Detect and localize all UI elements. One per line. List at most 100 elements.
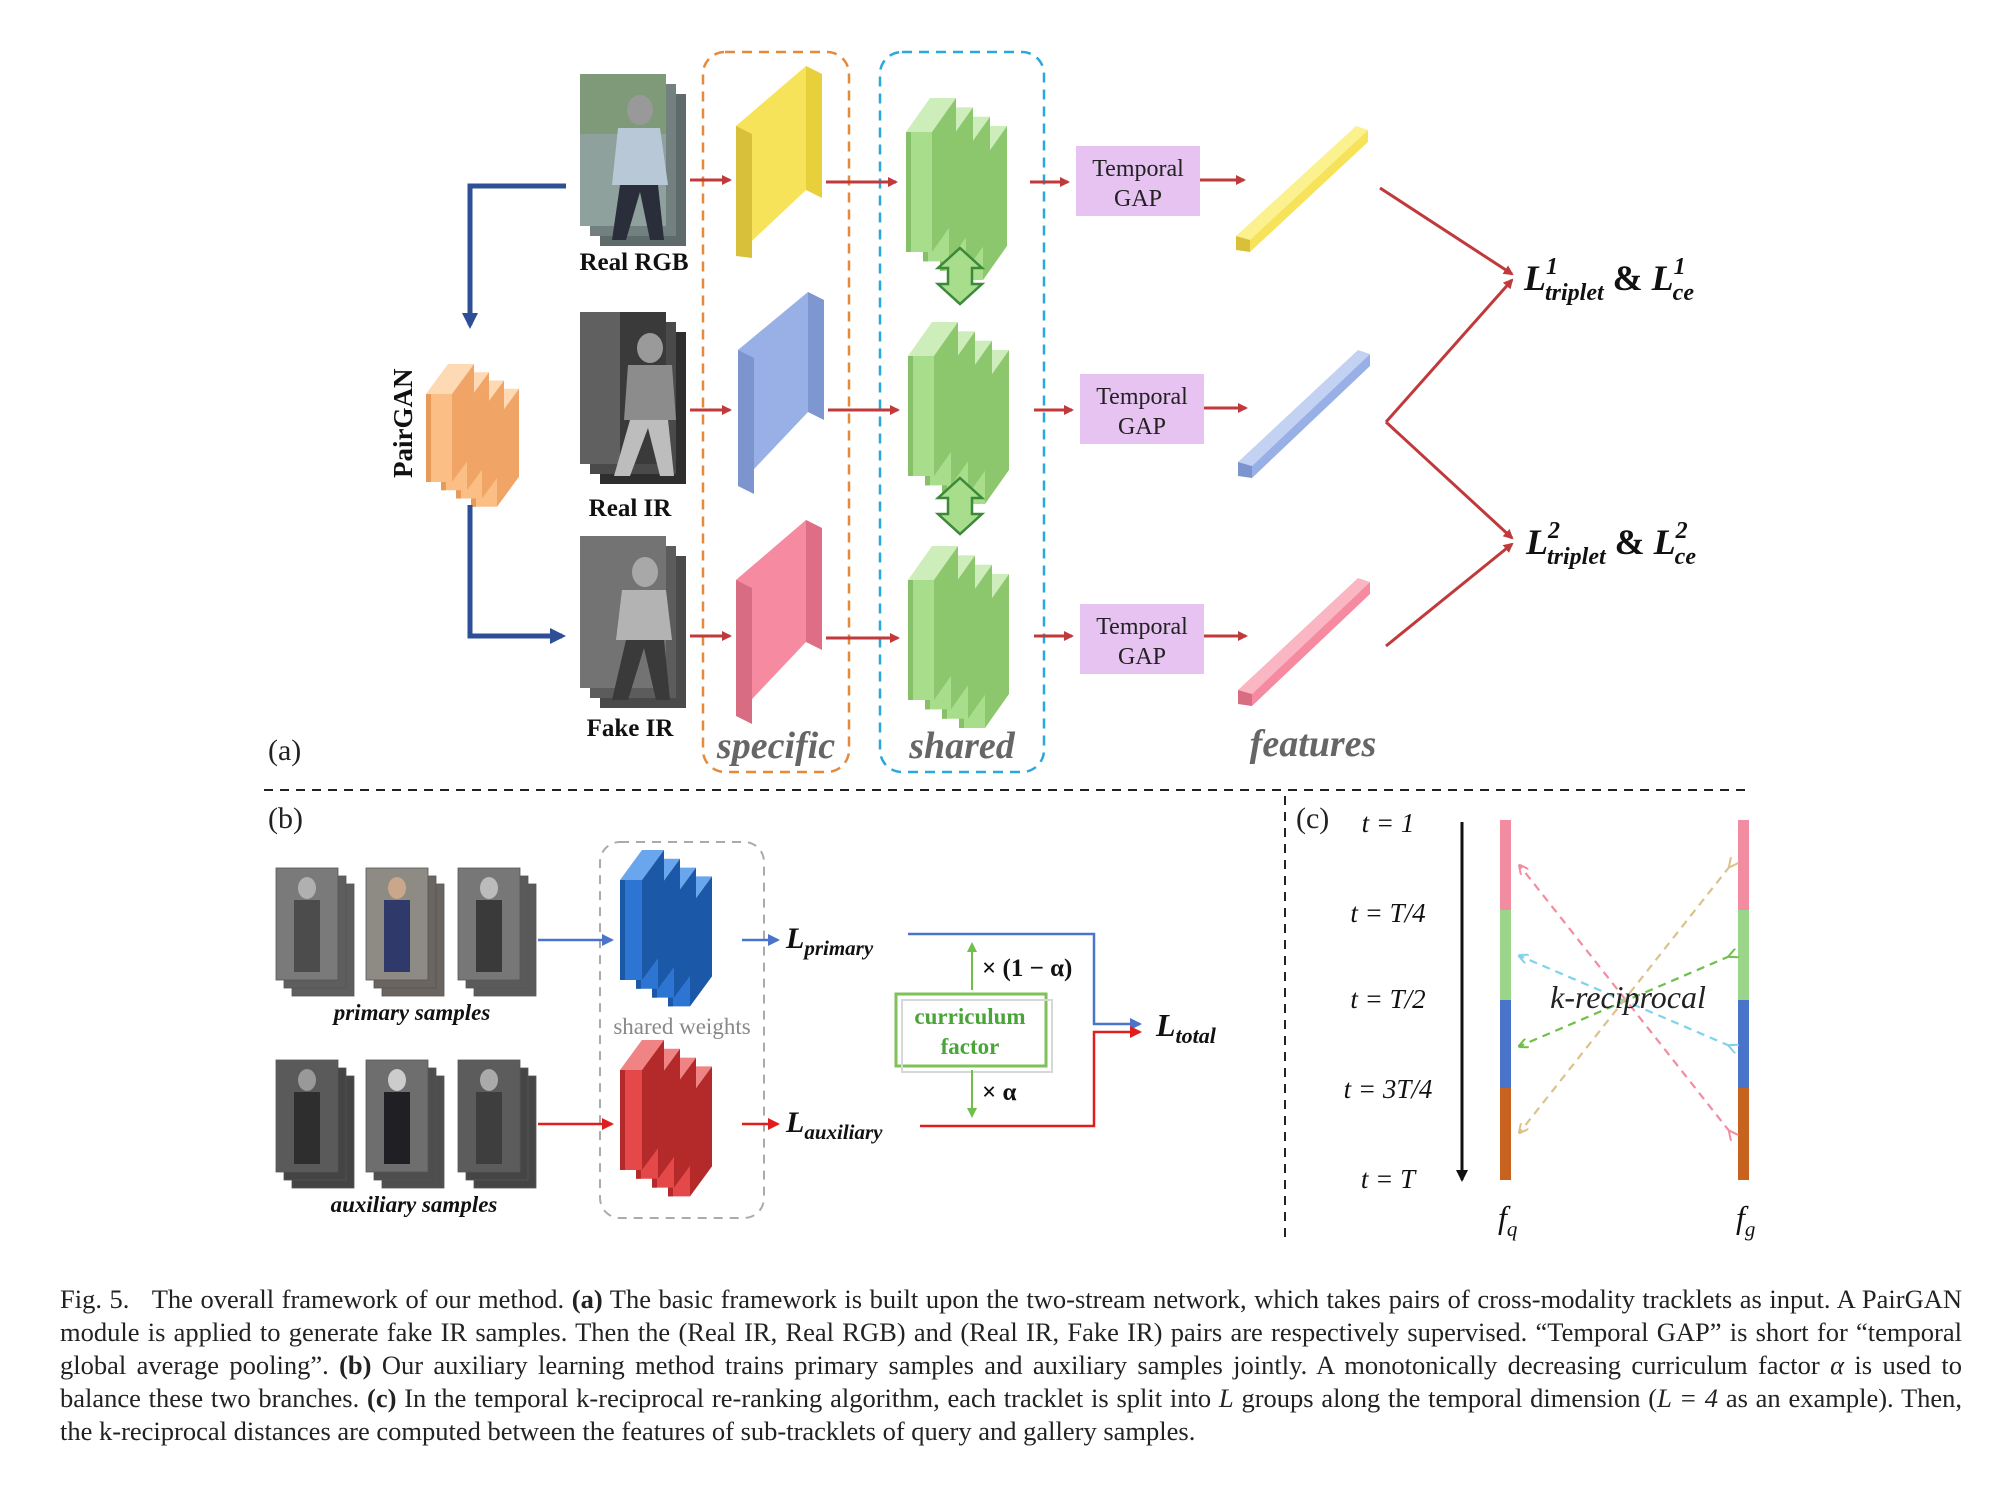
caption-c-text-2: groups along the temporal dimension (: [1241, 1383, 1658, 1413]
shared-block-2: [908, 322, 1009, 505]
caption-a-tag: (a): [571, 1284, 603, 1314]
curriculum-factor-box: [894, 992, 1048, 1068]
person-body: [384, 900, 410, 972]
person-body: [294, 900, 320, 972]
slab-face: [426, 394, 431, 482]
panel-b: (b) primary samples auxiliary samples sh…: [268, 802, 1217, 1219]
specific-label: specific: [716, 725, 835, 767]
specific-block-rgb: [736, 66, 822, 258]
feature-bar-rgb: [1236, 126, 1368, 252]
slab-face: [452, 364, 474, 482]
input-label-real-ir: Real IR: [589, 495, 673, 522]
svg-text:Temporal: Temporal: [1096, 384, 1188, 410]
time-label-4: t = 3T/4: [1344, 1074, 1433, 1104]
time-labels: t = 1 t = T/4 t = T/2 t = 3T/4 t = T: [1344, 808, 1433, 1194]
svg-text:GAP: GAP: [1114, 186, 1162, 212]
input-stack-real-rgb: [580, 74, 686, 246]
svg-text:GAP: GAP: [1118, 644, 1166, 670]
panel-a-label: (a): [268, 734, 301, 767]
caption-b-text-2: is used to balance these two branches.: [60, 1350, 1963, 1413]
specific-block-fake: [736, 520, 822, 724]
person-head: [480, 1069, 498, 1091]
panel-a: (a) PairGAN Real RGB: [268, 50, 1696, 774]
slab-face: [620, 880, 625, 980]
caption-c-tag: (c): [367, 1383, 397, 1413]
slab-face: [908, 546, 958, 580]
pairgan-label: PairGAN: [388, 368, 418, 478]
caption-alpha: α: [1830, 1350, 1845, 1380]
k-reciprocal-label: k-reciprocal: [1550, 979, 1706, 1015]
shared-label: shared: [908, 725, 1016, 767]
shared-group-box: [878, 50, 1046, 774]
feature-bar-ir: [1238, 350, 1370, 478]
factor-top-label: × (1 − α): [982, 955, 1072, 982]
slab-face: [908, 580, 913, 700]
factor-bottom-label: × α: [982, 1079, 1016, 1106]
feature-bar-fake: [1238, 578, 1370, 706]
primary-samples-caption: primary samples: [332, 1000, 491, 1025]
slab-face: [620, 1070, 625, 1170]
stream-arrows: [690, 175, 1514, 648]
temporal-gap-box-2: Temporal GAP: [1080, 374, 1204, 444]
auxiliary-sample-stacks: [275, 1059, 537, 1189]
caption-L-eq: L = 4: [1657, 1383, 1719, 1413]
slab-face: [906, 132, 911, 252]
fq-label: fq: [1498, 1199, 1518, 1241]
slab-face: [620, 1070, 642, 1170]
caption-b-tag: (b): [339, 1350, 372, 1380]
loss-auxiliary: Lauxiliary: [785, 1106, 883, 1144]
auxiliary-samples-caption: auxiliary samples: [331, 1192, 498, 1217]
specific-group-box: [701, 50, 851, 774]
svg-text:Temporal: Temporal: [1092, 156, 1184, 182]
loss-total: Ltotal: [1155, 1007, 1217, 1048]
svg-text:GAP: GAP: [1118, 414, 1166, 440]
curriculum-text-line1: curriculum: [914, 1004, 1025, 1029]
curriculum-shadow: [901, 999, 1053, 1073]
time-label-5: t = T: [1361, 1164, 1417, 1194]
person-head: [388, 877, 406, 899]
person-body: [476, 1092, 502, 1164]
time-label-3: t = T/2: [1350, 984, 1425, 1014]
primary-to-total-arrow: [908, 932, 1142, 1030]
slab-face: [620, 880, 642, 980]
caption-L-var: L: [1218, 1383, 1234, 1413]
slab-face: [642, 1040, 664, 1170]
slab-face: [620, 1040, 664, 1070]
slab-face: [906, 132, 932, 252]
panel-c: (c) t = 1 t = T/4 t = T/2 t = 3T/4 t = T: [1296, 802, 1755, 1241]
time-label-2: t = T/4: [1350, 898, 1425, 928]
figure-caption: Fig. 5. The overall framework of our met…: [60, 1283, 1962, 1448]
person-head: [298, 1069, 316, 1091]
weight-sharing-arrow-2: [934, 476, 986, 536]
shared-weights-label: shared weights: [613, 1014, 750, 1039]
person-head: [298, 877, 316, 899]
input-label-fake-ir: Fake IR: [587, 715, 675, 742]
person-head: [480, 877, 498, 899]
caption-a-text: The basic framework is built upon the tw…: [60, 1284, 1962, 1380]
query-feature-bar: [1500, 820, 1511, 1180]
person-head: [388, 1069, 406, 1091]
slab-face: [932, 98, 956, 252]
panel-b-label: (b): [268, 802, 303, 835]
slab-face: [426, 394, 452, 482]
caption-b-text-1: Our auxiliary learning method trains pri…: [381, 1350, 1820, 1380]
loss-primary: Lprimary: [785, 922, 874, 960]
panel-c-label: (c): [1296, 802, 1329, 835]
shared-block-3: [908, 546, 1009, 729]
input-stack-real-ir: [580, 312, 686, 484]
temporal-gap-box-3: Temporal GAP: [1080, 604, 1204, 674]
primary-sample-stacks: [275, 867, 537, 997]
weight-sharing-arrow-1: [934, 246, 986, 306]
caption-c-text-1: In the temporal k-reciprocal re-ranking …: [404, 1383, 1212, 1413]
slab-face: [908, 356, 934, 476]
curriculum-text-line2: factor: [941, 1034, 1000, 1059]
slab-face: [906, 98, 956, 132]
auxiliary-network-block: [620, 1040, 712, 1197]
caption-fig-number: Fig. 5.: [60, 1284, 130, 1314]
input-label-real-rgb: Real RGB: [579, 249, 688, 276]
input-stack-fake-ir: [580, 536, 686, 708]
temporal-gap-box-1: Temporal GAP: [1076, 146, 1200, 216]
gallery-feature-bar: [1738, 820, 1749, 1180]
specific-block-ir: [738, 292, 824, 494]
